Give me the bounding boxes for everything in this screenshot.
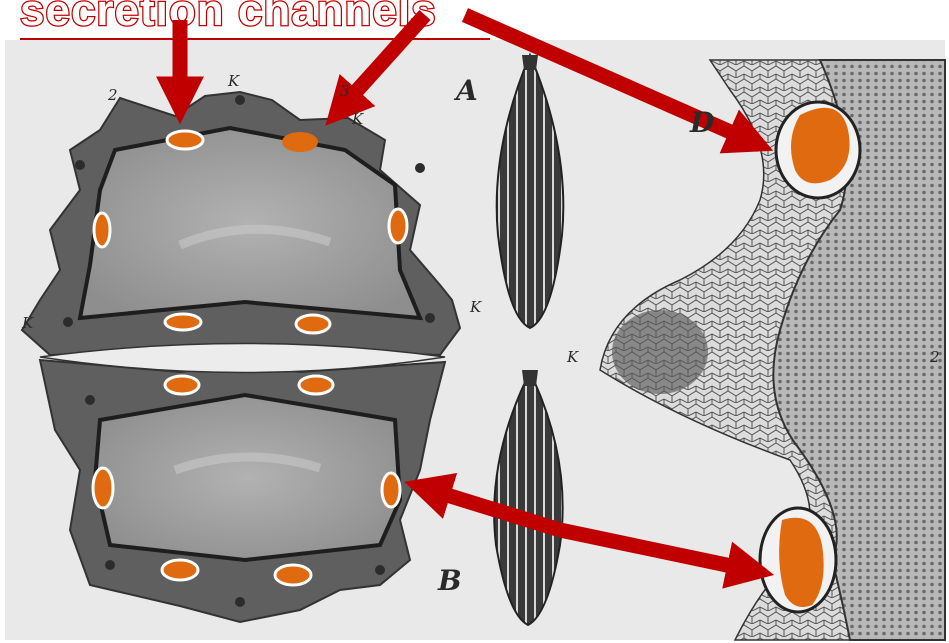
channel-comm-lr	[299, 376, 333, 394]
channel-bottom-left	[162, 560, 198, 580]
channel-lower-right	[382, 473, 400, 507]
channel-bottom-right	[275, 565, 311, 585]
channel-comm-ll	[165, 376, 199, 394]
channel-comm-ur	[296, 315, 330, 333]
label-d: D	[689, 106, 715, 139]
part-label-8: 2	[929, 348, 940, 366]
part-label-2: 3	[340, 82, 350, 100]
channel-lower-left	[93, 468, 113, 508]
lower-endosperm	[95, 395, 400, 560]
channel-upper-right	[389, 209, 407, 243]
channel-top-left	[167, 131, 203, 149]
part-label-3: K	[227, 72, 240, 90]
part-label-5: K	[21, 314, 34, 332]
part-label-7: K	[566, 348, 579, 366]
channel-tissue-lower	[779, 518, 824, 607]
channel-upper-left	[94, 213, 110, 247]
part-label-4: K	[351, 110, 364, 128]
vascular-bundle	[612, 310, 708, 394]
channel-comm-ul	[165, 314, 201, 330]
label-b: B	[437, 564, 462, 597]
part-label-6: K	[469, 298, 482, 316]
channel-top-right	[282, 132, 318, 152]
part-label-1: 2	[107, 86, 118, 104]
label-a: A	[453, 74, 478, 107]
